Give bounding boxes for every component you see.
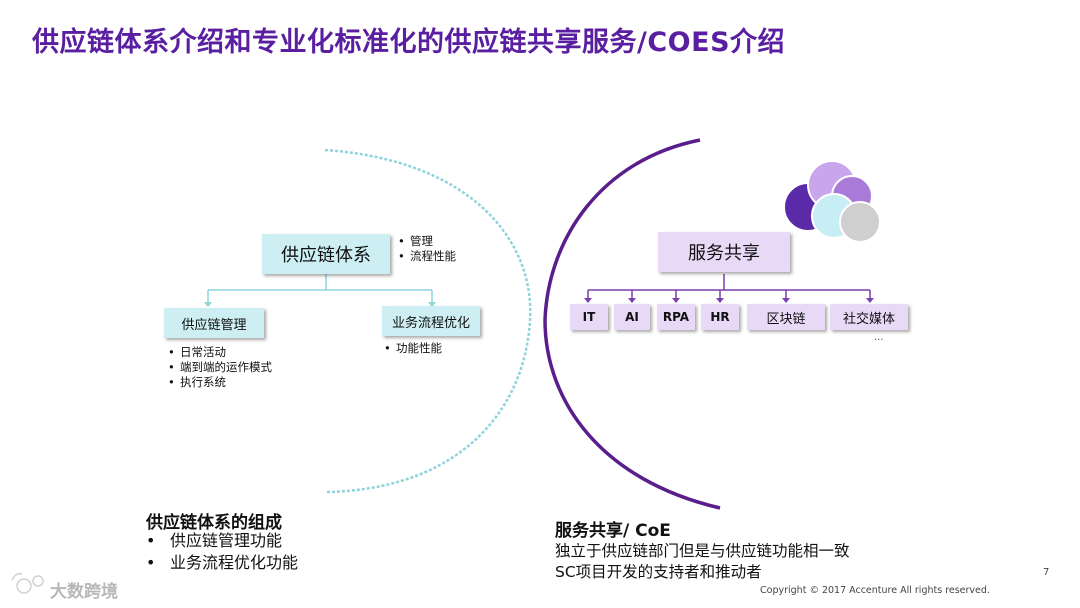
management-bullets: 日常活动 端到端的运作模式 执行系统 [168,345,272,390]
page-number: 7 [1043,567,1049,578]
more-ellipsis: … [874,332,884,343]
coe-description-line2: SC项目开发的支持者和推动者 [555,562,762,583]
list-item: 端到端的运作模式 [168,360,272,375]
list-item: 业务流程优化功能 [144,552,298,574]
social-media-box: 社交媒体 [830,304,908,330]
supply-chain-system-box: 供应链体系 [262,234,390,274]
composition-list: 供应链管理功能 业务流程优化功能 [144,530,298,574]
shared-services-box: 服务共享 [658,232,790,272]
root-bullets: 管理 流程性能 [398,234,456,264]
copyright: Copyright © 2017 Accenture All rights re… [760,585,990,596]
list-item: 管理 [398,234,456,249]
supply-chain-management-box: 供应链管理 [164,308,264,338]
hr-box: HR [701,304,739,330]
coe-heading: 服务共享/ CoE [555,516,671,541]
watermark-text: 大数跨境 [50,577,118,602]
business-process-optimization-box: 业务流程优化 [382,306,480,336]
service-circles-graphic [784,161,880,242]
optimization-bullets: 功能性能 [384,341,442,356]
list-item: 执行系统 [168,375,272,390]
list-item: 流程性能 [398,249,456,264]
blockchain-box: 区块链 [747,304,825,330]
list-item: 功能性能 [384,341,442,356]
list-item: 供应链管理功能 [144,530,298,552]
it-box: IT [570,304,608,330]
watermark-logo [12,574,43,593]
coe-description-line1: 独立于供应链部门但是与供应链功能相一致 [555,541,850,562]
ai-box: AI [614,304,650,330]
list-item: 日常活动 [168,345,272,360]
rpa-box: RPA [657,304,695,330]
